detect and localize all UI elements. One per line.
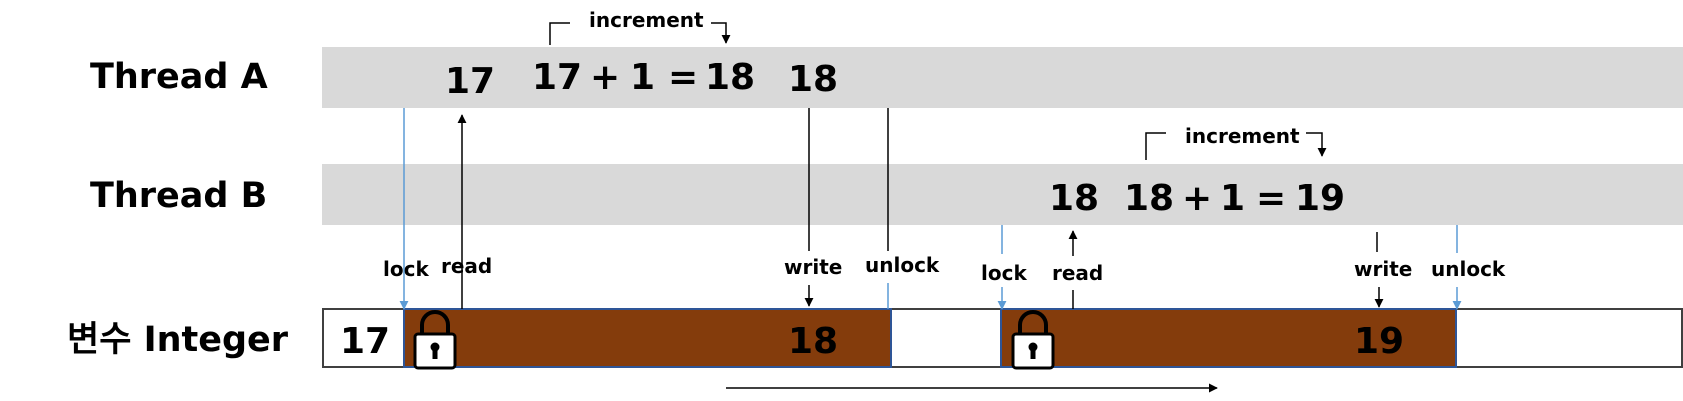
thread-b-increment-label: increment <box>1185 124 1300 148</box>
padlock-icon <box>1011 310 1055 370</box>
thread-b-equals: = <box>1256 178 1286 219</box>
thread-a-plus: + <box>590 57 620 98</box>
thread-b-band <box>322 164 1683 225</box>
thread-a-increment-bracket-right <box>711 22 731 44</box>
thread-b-increment-bracket-right <box>1306 132 1327 157</box>
thread-a-expr-left: 17 <box>532 57 582 98</box>
variable-initial-value: 17 <box>340 321 390 362</box>
thread-a-label: Thread A <box>90 57 268 97</box>
thread-b-increment-bracket-left <box>1145 132 1166 160</box>
thread-a-read-value: 17 <box>445 61 495 102</box>
thread-a-expr-result: 18 <box>705 57 755 98</box>
thread-b-expr-left: 18 <box>1124 178 1174 219</box>
thread-a-one: 1 <box>630 57 655 98</box>
thread-b-expr-result: 19 <box>1295 178 1345 219</box>
thread-a-equals: = <box>668 57 698 98</box>
thread-b-label: Thread B <box>90 176 267 216</box>
thread-b-read-value: 18 <box>1049 178 1099 219</box>
variable-value-b: 19 <box>1354 321 1404 362</box>
variable-label: 변수 Integer <box>67 320 289 360</box>
thread-a-increment-label: increment <box>589 8 704 32</box>
thread-b-one: 1 <box>1220 178 1245 219</box>
locked-segment-a <box>403 308 892 368</box>
unlock-label-a: unlock <box>865 253 940 277</box>
thread-a-band <box>322 47 1683 108</box>
write-label-b: write <box>1354 257 1412 281</box>
write-label-a: write <box>784 255 842 279</box>
lock-label-b: lock <box>981 261 1027 285</box>
locked-segment-b <box>1000 308 1457 368</box>
thread-a-write-value: 18 <box>788 59 838 100</box>
read-label-a: read <box>441 254 492 278</box>
read-label-b: read <box>1052 261 1103 285</box>
thread-a-increment-bracket-left <box>549 22 570 45</box>
thread-b-plus: + <box>1182 178 1212 219</box>
padlock-icon <box>413 310 457 370</box>
lock-label-a: lock <box>383 257 429 281</box>
unlock-label-b: unlock <box>1431 257 1506 281</box>
variable-value-a: 18 <box>788 321 838 362</box>
